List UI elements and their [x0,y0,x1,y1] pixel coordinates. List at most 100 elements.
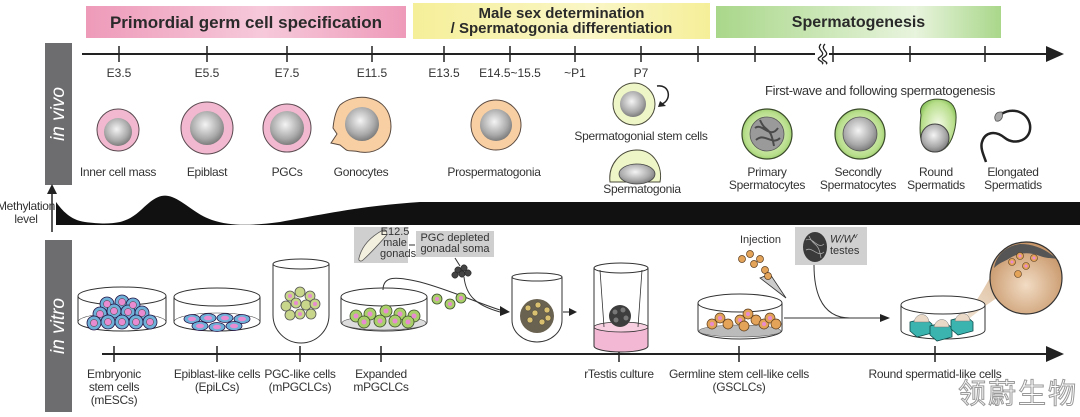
cell-label-spermatogonia: Spermatogonia [603,182,681,196]
label-line: PGC-like cells [264,367,336,381]
label-line: Germline stem cell-like cells [669,367,809,381]
phase-male-sex-determination: Male sex determination / Spermatogonia d… [413,3,710,39]
timepoint-label: E14.5~15.5 [479,66,541,80]
label-line: rTestis culture [584,367,654,381]
dish-gsclcs [697,293,783,340]
gonad-icon [358,229,388,262]
label-line: Epiblast-like cells [173,367,261,381]
cell-label-gonocytes: Gonocytes [333,165,389,179]
soma-annotation: PGC depleted gonadal soma [416,233,494,255]
stage-label-round-spermatid-like: Round spermatid-like cells [869,368,1002,381]
label-line: (GSCLCs) [712,380,766,394]
timepoint-label: E7.5 [274,66,300,80]
in-vitro-timeline [102,346,1064,362]
cell-label-spermatogonial-stem-cells: Spermatogonial stem cells [574,129,708,143]
label-line: Secondly [834,165,882,179]
cell-label-prospermatogonia: Prospermatogonia [447,165,541,179]
in-vitro-section-label: in vitro [45,240,72,412]
cell-label-pgcs: PGCs [271,165,303,179]
label-line: level [14,212,38,226]
label-line: Spermatids [907,178,965,192]
cell-spermatogonia [609,149,662,185]
timepoint-label: E11.5 [356,66,388,80]
self-renewal-arrow-icon [656,85,669,105]
label-line: Spermatocytes [728,178,806,192]
stage-label-gsclcs: Germline stem cell-like cells (GSCLCs) [669,368,809,394]
timepoint-label: ~P1 [564,66,586,80]
label-line: Spermatocytes [819,178,897,192]
in-vivo-section-label: in vivo [45,43,72,185]
dish-epilcs [173,287,261,332]
methylation-level-label: Methylation level [0,200,55,226]
label-line: male [383,237,407,249]
stage-label-mpgclcs: PGC-like cells (mPGCLCs) [264,368,335,394]
label-line: Embryonic [87,367,141,381]
label-line: Methylation [0,199,56,213]
timepoint-label: P7 [633,66,649,80]
label-line: gonadal soma [420,243,490,255]
label-line: mPGCLCs [353,380,409,394]
label-line: E12.5 [380,226,410,238]
spermatogenesis-caption: First-wave and following spermatogenesis [764,83,996,98]
phase-pgc-specification: Primordial germ cell specification [86,6,406,38]
label-line: (EpiLCs) [194,380,240,394]
injection-label: Injection [740,234,781,246]
phase-male-label-line1: Male sex determination [478,5,645,22]
stage-label-expanded-mpgclcs: Expanded mPGCLCs [353,367,409,394]
stage-label-rtestis-culture: rTestis culture [584,368,654,381]
label-line: Primary [747,165,787,179]
stage-label-epilcs: Epiblast-like cells (EpiLCs) [173,367,261,394]
dish-expanded-mpgclcs [340,277,501,332]
phase-spermatogenesis: Spermatogenesis [716,6,1001,38]
label-line: PGC depleted [420,232,490,244]
label-line: Elongated [987,165,1039,179]
timepoint-label: E3.5 [106,66,132,80]
cell-label-secondary-spermatocytes: Secondly Spermatocytes [820,166,896,192]
label-line: Round [919,165,953,179]
soma-cluster-icon [451,264,472,279]
label-line: testes [830,244,860,257]
testes-genotype-sup: v [853,233,858,240]
cell-spermatogonial-stem-cells [612,82,669,126]
cell-inner-cell-mass [96,108,140,152]
cell-epiblast [180,101,234,155]
label-line: stem cells [88,380,140,394]
gonad-annotation: E12.5 male gonads [380,226,417,260]
watermark: 领蔚生物 [957,377,1079,411]
arrow-to-aggregate-icon [500,306,510,316]
timepoint-label: E5.5 [194,66,220,80]
label-line: gonads [380,248,417,260]
injection-syringe-icon [738,250,787,299]
label-line: Round spermatid-like cells [868,367,1002,381]
methylation-axis [47,184,57,232]
in-vivo-timeline [82,43,1064,65]
cell-label-round-spermatids: Round Spermatids [907,166,965,192]
label-line: Expanded [355,367,407,381]
dish-round-spermatid-culture [900,241,1063,342]
cell-label-elongated-spermatids: Elongated Spermatids [984,166,1042,192]
migrating-cells [431,292,467,310]
cell-label-inner-cell-mass: Inner cell mass [79,165,157,179]
timepoint-label: E13.5 [428,66,460,80]
label-line: Spermatids [984,178,1042,192]
stage-label-mescs: Embryonic stem cells (mESCs) [87,368,141,407]
cell-pgcs [262,103,312,153]
cell-secondary-spermatocytes [834,108,886,160]
phase-pgc-label: Primordial germ cell specification [109,12,383,32]
label-line: (mPGCLCs) [268,380,332,394]
dish-mescs [77,286,167,332]
cell-prospermatogonia [470,99,522,151]
cell-label-primary-spermatocytes: Primary Spermatocytes [729,166,805,192]
methylation-curve [56,195,1080,225]
tube-mpgclcs [272,258,330,344]
cell-label-epiblast: Epiblast [186,165,228,179]
testes-genotype: W/W [830,233,854,246]
testes-annotation: W/Wv testes [830,231,859,257]
phase-spermatogenesis-label: Spermatogenesis [791,13,926,31]
testis-icon [803,232,827,262]
label-line: (mESCs) [90,393,138,407]
soma-box [416,231,494,257]
cell-round-spermatids [919,98,957,153]
cell-gonocytes [330,96,392,153]
